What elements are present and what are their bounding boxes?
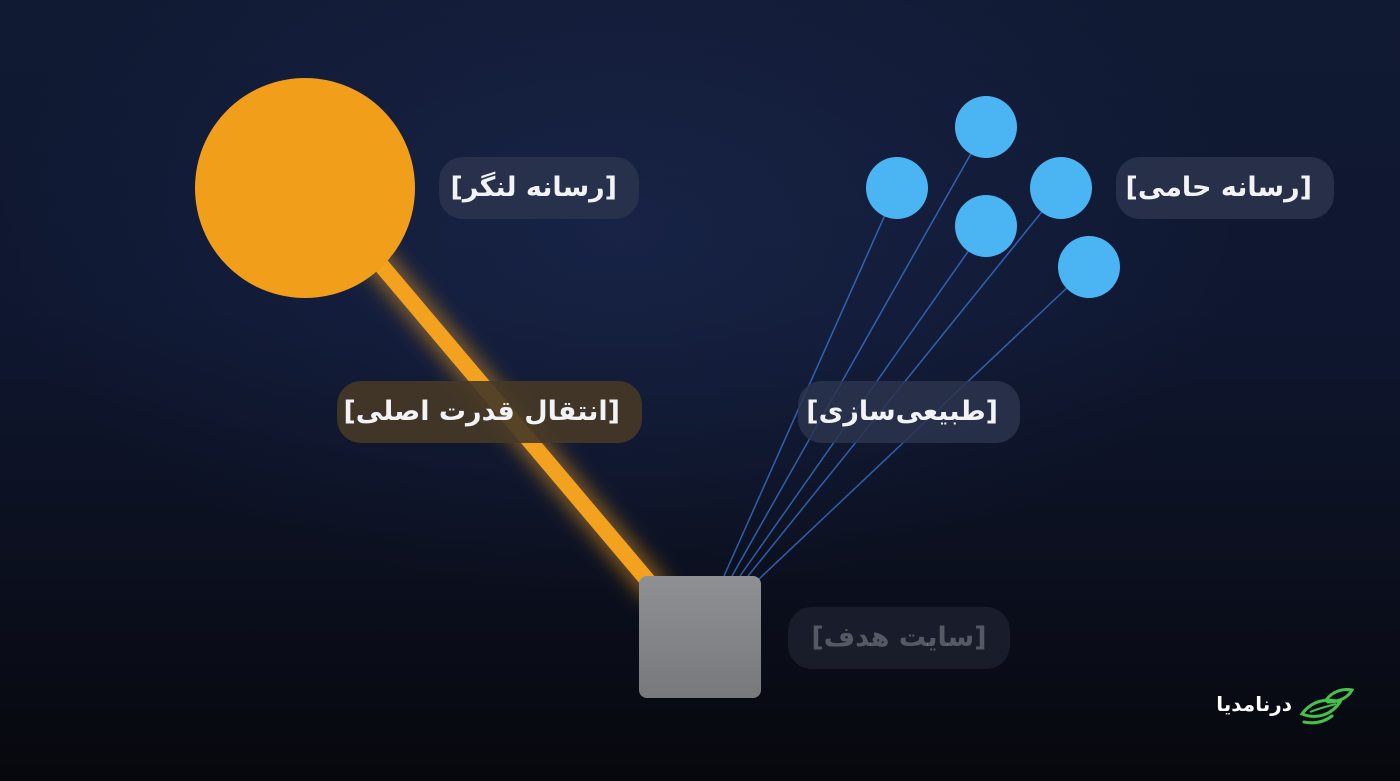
host-media-node bbox=[955, 195, 1017, 257]
host-media-node bbox=[1058, 236, 1120, 298]
target-site-node bbox=[639, 576, 761, 698]
host-media-node bbox=[1030, 157, 1092, 219]
anchor-media-node bbox=[195, 78, 415, 298]
host-media-node bbox=[866, 157, 928, 219]
brand-logo: درنامدیا bbox=[1208, 684, 1354, 730]
natural-link bbox=[723, 187, 898, 577]
brand-name: درنامدیا bbox=[1216, 692, 1292, 716]
naturalization-label: [طبیعی‌سازی] bbox=[798, 381, 1020, 443]
target-site-label: [سایت هدف] bbox=[788, 607, 1010, 669]
host-media-nodes bbox=[866, 96, 1120, 298]
natural-link bbox=[731, 126, 987, 577]
host-media-label: [رسانه حامی] bbox=[1116, 157, 1334, 219]
main-power-transfer-label: [انتقال قدرت اصلی] bbox=[337, 381, 642, 443]
anchor-media-label: [رسانه لنگر] bbox=[439, 157, 639, 219]
leaf-icon bbox=[1299, 688, 1354, 725]
host-media-node bbox=[955, 96, 1017, 158]
